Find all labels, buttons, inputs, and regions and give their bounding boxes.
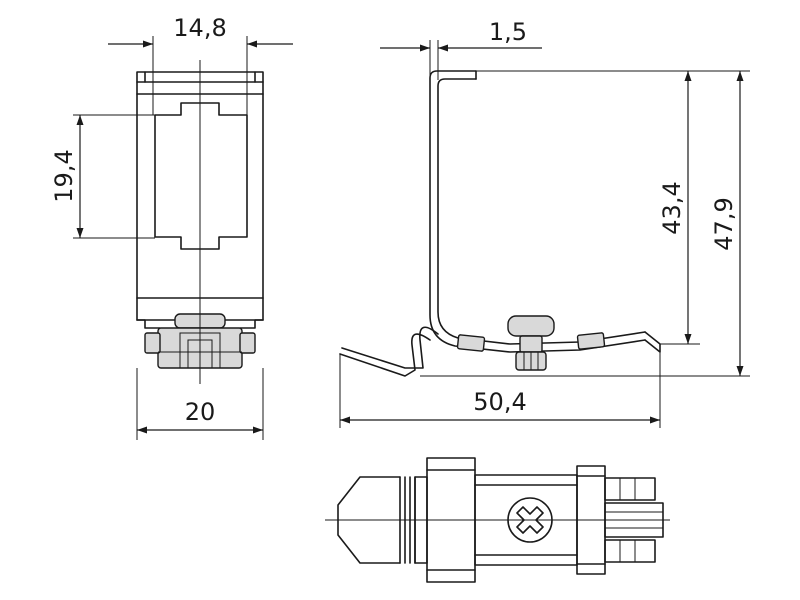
dimension-height-window: 19,4: [50, 115, 84, 238]
dimension-label-width-top: 14,8: [173, 14, 226, 42]
dimension-label-thickness: 1,5: [489, 18, 527, 46]
dimension-total-height: 47,9: [710, 71, 744, 376]
front-view: [73, 36, 264, 440]
top-view: [325, 457, 670, 583]
side-view: [339, 40, 750, 428]
dimension-inner-height: 43,4: [658, 71, 692, 344]
dimension-thickness: 1,5: [380, 18, 542, 52]
dimension-side-width: 50,4: [340, 388, 660, 424]
dimension-label-height-window: 19,4: [50, 149, 78, 202]
dimension-width-bottom: 20: [137, 398, 263, 434]
dimension-label-inner-height: 43,4: [658, 181, 686, 234]
dimension-label-width-bottom: 20: [185, 398, 216, 426]
dimension-label-side-width: 50,4: [473, 388, 526, 416]
dimension-width-top: 14,8: [108, 14, 293, 48]
dimension-label-total-height: 47,9: [710, 197, 738, 250]
